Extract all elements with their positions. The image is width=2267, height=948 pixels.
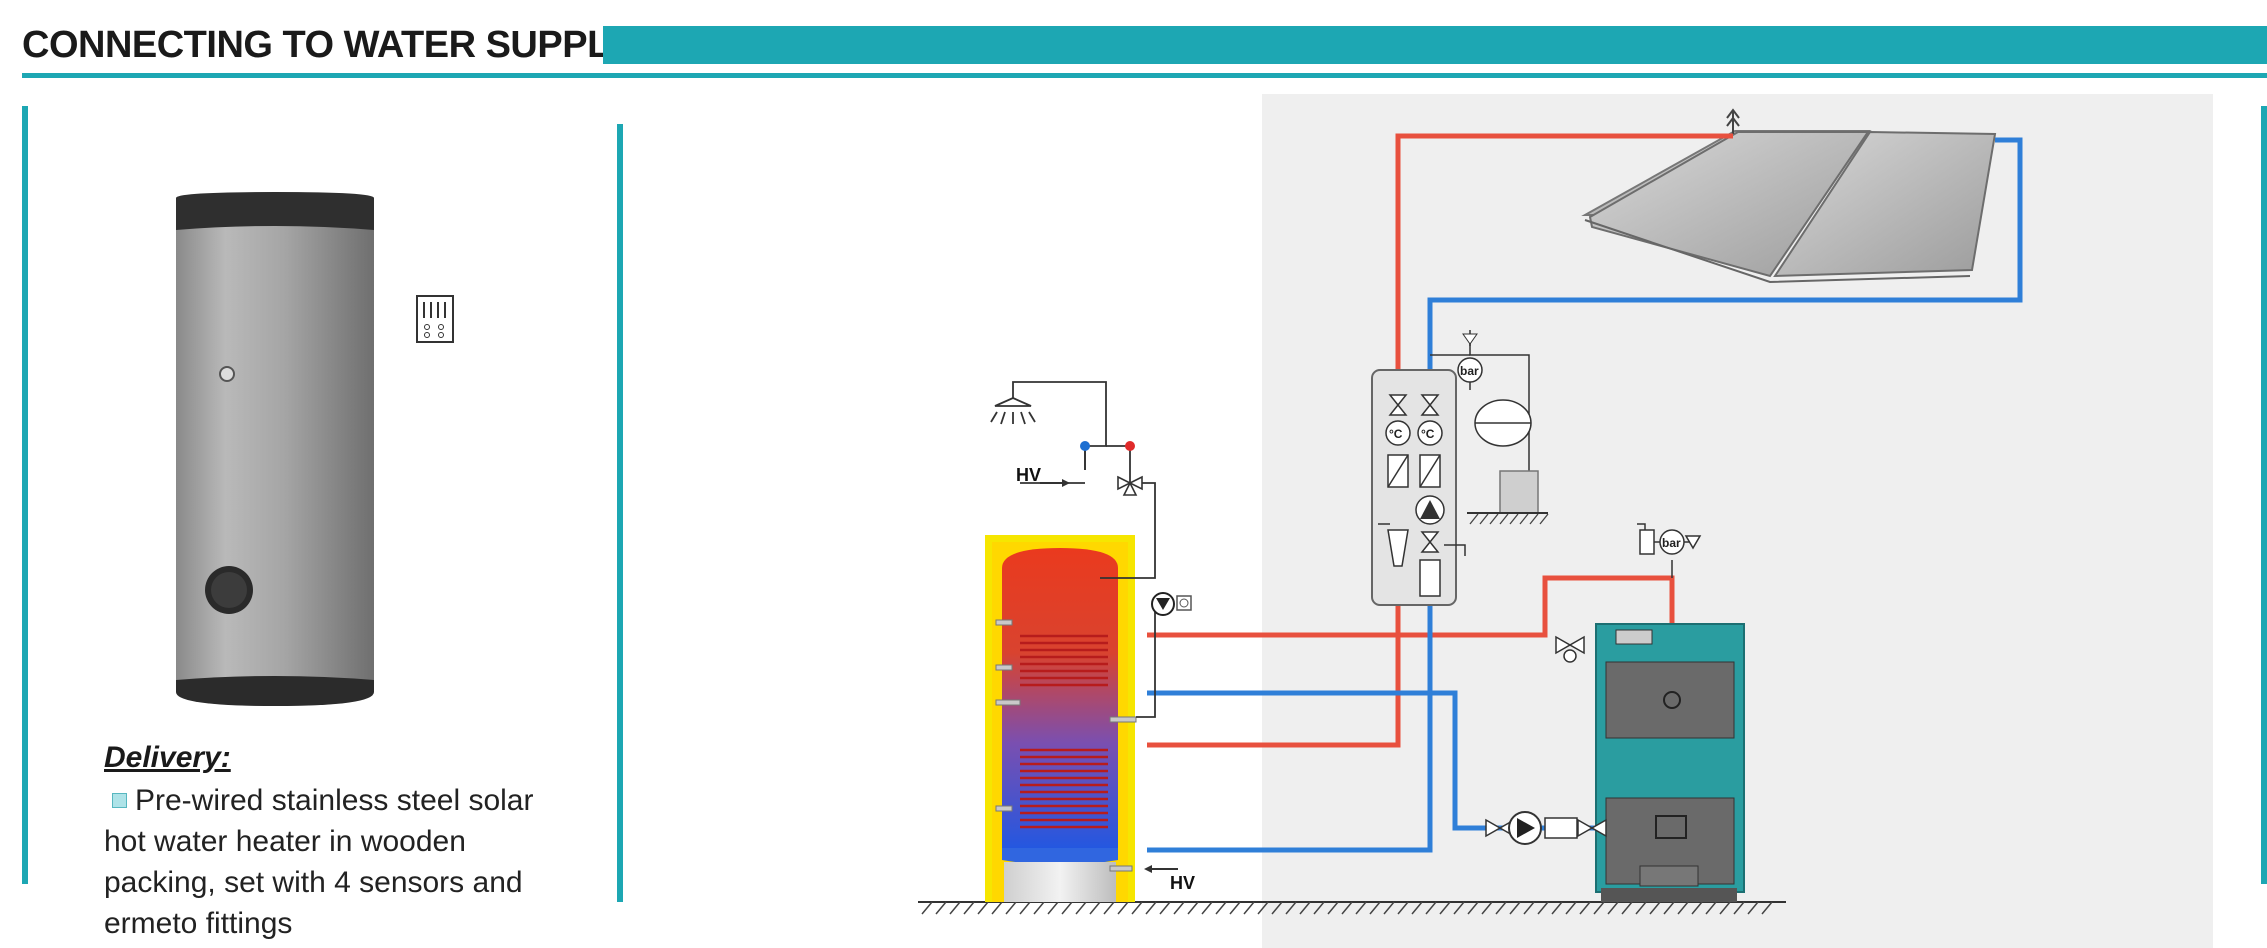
- solid-fuel-boiler: [1595, 623, 1745, 902]
- hv-label-top: HV: [1016, 465, 1041, 485]
- thermometer-label-left: °C: [1389, 427, 1403, 441]
- left-column-divider: [22, 106, 28, 884]
- air-vent-icon: [1726, 108, 1740, 134]
- thermometer-label-right: °C: [1421, 427, 1435, 441]
- mixing-valve-icon: [1117, 475, 1143, 496]
- boiler-return-pump: [1485, 811, 1607, 845]
- hot-water-indicator-icon: [1125, 441, 1135, 451]
- page-title: CONNECTING TO WATER SUPPLY:: [22, 24, 641, 66]
- floor-hatch-marks: [921, 901, 1773, 915]
- title-accent-bar: [603, 26, 2267, 64]
- bullet-icon: [112, 793, 127, 809]
- hot-water-storage-tank: [985, 535, 1137, 902]
- thermostatic-valve-icon: [1555, 635, 1585, 663]
- delivery-description: Pre-wired stainless steel solar hot wate…: [104, 780, 564, 944]
- cold-inlet-arrow-bottom: [1144, 865, 1178, 873]
- shower-head-icon: [990, 397, 1036, 425]
- middle-column-divider: [617, 124, 623, 902]
- water-heater-product-image: [176, 192, 374, 706]
- solar-collector-panels: [1581, 130, 1997, 284]
- sensor-ports: [995, 619, 1137, 872]
- lower-heating-coil: [1020, 748, 1108, 829]
- title-underline: [22, 73, 2267, 78]
- expansion-vessel: bar: [1430, 330, 1549, 525]
- delivery-heading: Delivery:: [104, 741, 231, 774]
- upper-heating-coil: [1020, 634, 1108, 687]
- pressure-gauge-label-station: bar: [1460, 364, 1479, 378]
- boiler-safety-group: [1637, 523, 1702, 578]
- cold-water-indicator-icon: [1080, 441, 1090, 451]
- delivery-text: Pre-wired stainless steel solar hot wate…: [104, 784, 534, 940]
- circulation-pump-icon: [1151, 592, 1192, 616]
- hv-label-bottom: HV: [1170, 873, 1195, 893]
- solar-pump-station: °C °C: [1371, 369, 1466, 606]
- control-unit-icon: [416, 295, 454, 343]
- cold-inlet-arrow-top: [1040, 479, 1070, 487]
- pressure-gauge-label-boiler: bar: [1662, 536, 1681, 550]
- right-column-divider: [2261, 106, 2267, 884]
